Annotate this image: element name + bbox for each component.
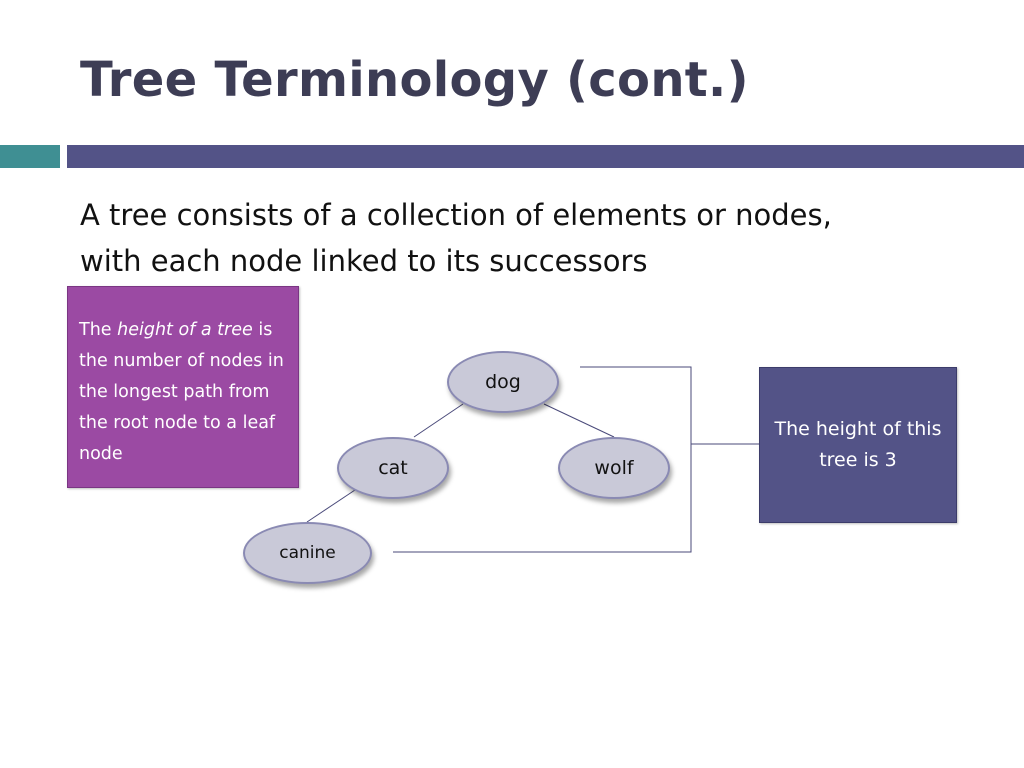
tree-node-dog: dog <box>447 351 559 413</box>
tree-height-callout: The height of this tree is 3 <box>759 367 957 523</box>
definition-term: height of a tree <box>117 320 253 340</box>
height-definition-callout: The height of a tree is the number of no… <box>67 286 299 488</box>
intro-line-2: with each node linked to its successors <box>80 244 648 278</box>
intro-line-1: A tree consists of a collection of eleme… <box>80 198 832 232</box>
tree-node-wolf: wolf <box>558 437 670 499</box>
slide-title: Tree Terminology (cont.) <box>80 52 749 108</box>
accent-bar-teal <box>0 145 60 168</box>
edge-cat-canine <box>306 489 356 523</box>
edge-dog-wolf <box>543 403 615 438</box>
intro-text: A tree consists of a collection of eleme… <box>80 192 980 284</box>
definition-prefix: The <box>79 320 118 340</box>
edge-dog-cat <box>413 403 464 438</box>
definition-body: is the number of nodes in the longest pa… <box>79 320 284 464</box>
tree-node-cat: cat <box>337 437 449 499</box>
accent-bar-indigo <box>67 145 1024 168</box>
tree-node-canine: canine <box>243 522 372 584</box>
